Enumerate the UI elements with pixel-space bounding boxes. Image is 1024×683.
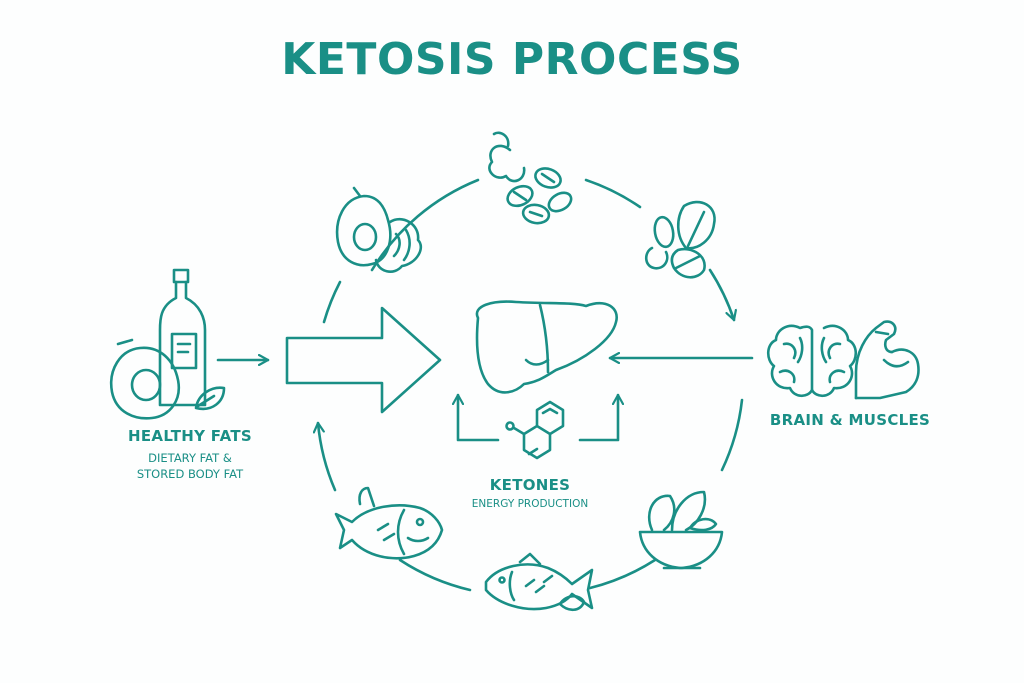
fish-icon	[334, 486, 444, 560]
ketones-label-group: KETONES ENERGY PRODUCTION	[430, 476, 630, 512]
ketones-sublabel: ENERGY PRODUCTION	[471, 498, 589, 510]
big-arrow	[285, 306, 442, 414]
healthy-fats-sublabel-1: DIETARY FAT &	[148, 451, 232, 465]
salad-bowl-icon	[638, 490, 724, 570]
ketones-label: KETONES	[489, 476, 571, 494]
spinach-nuts-icon	[644, 200, 716, 279]
molecule-icon	[505, 400, 565, 460]
fish-icon	[484, 552, 594, 612]
healthy-fats-label: HEALTHY FATS	[128, 427, 252, 445]
avocado-icon	[109, 338, 181, 420]
brain-muscles-label: BRAIN & MUSCLES	[769, 411, 931, 429]
ketone-arrow-left	[458, 393, 500, 442]
kale-almonds-icon	[488, 131, 573, 225]
oil-bottle-icon	[158, 268, 207, 407]
healthy-fats-sublabel-2: STORED BODY FAT	[136, 467, 244, 481]
leaf-icon	[194, 386, 226, 411]
flexed-arm-icon	[854, 320, 920, 400]
brain-muscles-label-group: BRAIN & MUSCLES	[750, 411, 950, 429]
cycle-ring	[318, 178, 744, 592]
liver-icon	[475, 300, 618, 394]
ketone-arrow-right	[578, 393, 618, 442]
avocado-walnut-icon	[335, 186, 423, 273]
diagram-title: KETOSIS PROCESS	[281, 34, 743, 85]
brain-icon	[766, 324, 858, 398]
healthy-fats-label-group: HEALTHY FATS DIETARY FAT & STORED BODY F…	[90, 427, 290, 482]
